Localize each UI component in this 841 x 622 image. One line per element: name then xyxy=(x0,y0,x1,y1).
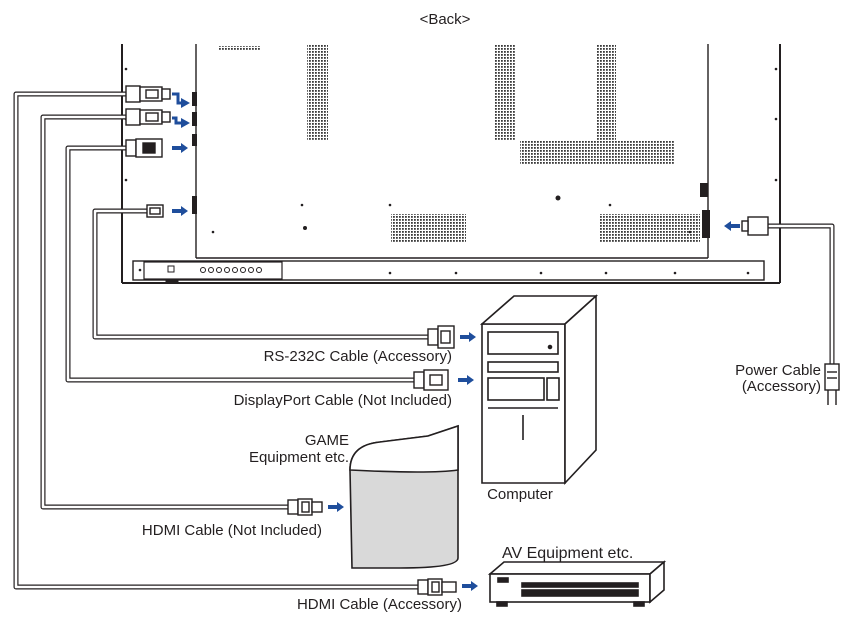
cables-inner xyxy=(14,92,834,589)
arrow-icon xyxy=(172,206,188,216)
page-title: <Back> xyxy=(419,11,471,28)
rs232c-connector-icon xyxy=(427,325,455,349)
game-label-line2: Equipment etc. xyxy=(248,449,349,466)
arrow-icon xyxy=(172,143,188,153)
arrow-icon xyxy=(328,502,344,512)
monitor-back xyxy=(121,44,781,284)
game-label-line1: GAME xyxy=(304,432,349,449)
arrow-icon xyxy=(172,92,190,108)
vent-grilles xyxy=(218,45,700,242)
terminal-strip-controls xyxy=(165,265,262,284)
game-console xyxy=(349,424,459,569)
computer-tower xyxy=(479,294,599,486)
power-plug-icon xyxy=(824,363,840,405)
av-equipment-label: AV Equipment etc. xyxy=(502,545,634,562)
power-cable-label-line1: Power Cable xyxy=(735,362,821,379)
hdmi-cable-not-included-label: HDMI Cable (Not Included) xyxy=(141,522,322,539)
hdmi-connector-icon xyxy=(287,498,323,516)
power-plug-icon xyxy=(741,216,769,236)
arrow-icon xyxy=(458,375,474,385)
power-cable-label-line2: (Accessory) xyxy=(741,378,821,395)
rs232c-cable-label: RS-232C Cable (Accessory) xyxy=(263,348,452,365)
arrow-icon xyxy=(724,221,740,231)
arrow-icon xyxy=(462,581,478,591)
screw-holes xyxy=(124,67,778,275)
hdmi-connector-icon xyxy=(125,85,171,103)
arrow-icon xyxy=(460,332,476,342)
displayport-cable-label: DisplayPort Cable (Not Included) xyxy=(233,392,452,409)
displayport-connector-icon xyxy=(413,369,449,391)
av-equipment xyxy=(487,560,667,607)
arrow-icon xyxy=(172,116,190,128)
hdmi-connector-icon xyxy=(125,108,171,126)
displayport-connector-icon xyxy=(125,138,163,158)
hdmi-connector-icon xyxy=(417,578,457,596)
rs232c-connector-icon xyxy=(146,204,164,218)
computer-label: Computer xyxy=(487,486,553,503)
hdmi-cable-accessory-label: HDMI Cable (Accessory) xyxy=(296,596,462,613)
monitor-side-ports xyxy=(192,92,710,238)
